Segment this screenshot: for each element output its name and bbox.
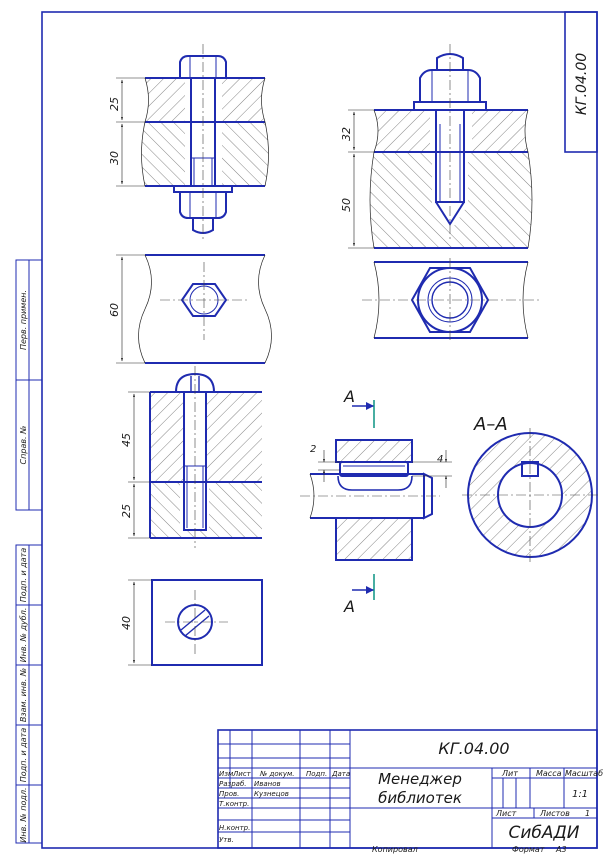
dim-bolt-bottom: 30 xyxy=(108,151,121,165)
tb-role-2: Пров. xyxy=(219,790,239,798)
tb-designation: КГ.04.00 xyxy=(438,739,509,758)
tb-sheet-label: Лист xyxy=(495,809,517,818)
title-block: КГ.04.00 Менеджер библиотек Изм Лист № д… xyxy=(217,729,603,849)
format-value: А3 xyxy=(555,845,567,854)
side-cell-6: Подп. и дата xyxy=(19,728,28,783)
dim-stud-bottom: 50 xyxy=(340,198,353,212)
screw-head-view: 40 xyxy=(120,579,263,666)
side-cell-2: Справ. № xyxy=(19,426,28,465)
tb-header-date: Дата xyxy=(331,770,350,778)
key-connection-view: 2 4 А А xyxy=(300,387,452,616)
tb-organization: СибАДИ xyxy=(508,823,579,843)
tb-role-4: Н.контр. xyxy=(219,824,250,832)
section-title: А–А xyxy=(473,414,508,435)
stud-connection-section: 32 50 xyxy=(340,44,533,249)
tb-lit-label: Лит xyxy=(501,769,518,778)
tb-scale-label: Масштаб xyxy=(565,769,603,778)
tb-mass-label: Масса xyxy=(536,769,562,778)
tb-header-izm: Изм xyxy=(219,770,234,778)
dim-key-gap: 2 xyxy=(310,444,316,455)
nut-top-view xyxy=(362,258,540,342)
side-cell-1: Перв. примен. xyxy=(19,290,28,350)
section-a-a: А–А xyxy=(462,414,598,562)
dim-screw-bottom: 25 xyxy=(120,504,133,518)
section-marker-top: А xyxy=(343,387,355,406)
side-cell-7: Инв. № подл. xyxy=(19,787,28,842)
tb-role-3: Т.контр. xyxy=(219,800,249,808)
tb-name-1: Иванов xyxy=(254,780,281,788)
bolt-connection-section: 25 30 xyxy=(108,44,269,240)
section-marker-bottom: А xyxy=(343,597,355,616)
tb-header-list: Лист xyxy=(232,770,252,778)
tb-doc-name-1: Менеджер xyxy=(378,770,462,788)
corner-code: КГ.04.00 xyxy=(574,53,590,115)
side-stamp: Перв. примен. Справ. № Подп. и дата Инв.… xyxy=(15,259,43,844)
tb-role-5: Утв. xyxy=(219,836,234,844)
dim-screw-top: 45 xyxy=(120,433,133,447)
tb-sheets-label: Листов xyxy=(539,809,570,818)
dim-key-height: 4 xyxy=(437,454,443,465)
dim-stud-top: 32 xyxy=(340,127,353,141)
tb-name-2: Кузнецов xyxy=(254,790,289,798)
bolt-top-view: 60 xyxy=(108,254,272,364)
tb-role-1: Разраб. xyxy=(219,780,247,788)
format-label: Формат xyxy=(512,845,545,854)
tb-scale-value: 1:1 xyxy=(572,789,588,800)
tb-header-sign: Подп. xyxy=(306,770,327,778)
tb-doc-name-2: библиотек xyxy=(378,789,462,807)
corner-code-box xyxy=(564,11,598,153)
side-cell-5: Взам. инв. № xyxy=(19,668,28,722)
dim-screw-head: 40 xyxy=(120,616,133,630)
copied-label: Копировал xyxy=(372,845,418,854)
tb-sheets-value: 1 xyxy=(585,809,590,818)
side-cell-4: Инв. № дубл. xyxy=(19,608,28,663)
dim-hex-view: 60 xyxy=(108,303,121,317)
side-cell-3: Подп. и дата xyxy=(19,548,28,603)
tb-header-doc: № докум. xyxy=(259,770,295,778)
screw-connection-section: 45 25 xyxy=(120,366,262,548)
dim-bolt-top: 25 xyxy=(108,97,121,111)
